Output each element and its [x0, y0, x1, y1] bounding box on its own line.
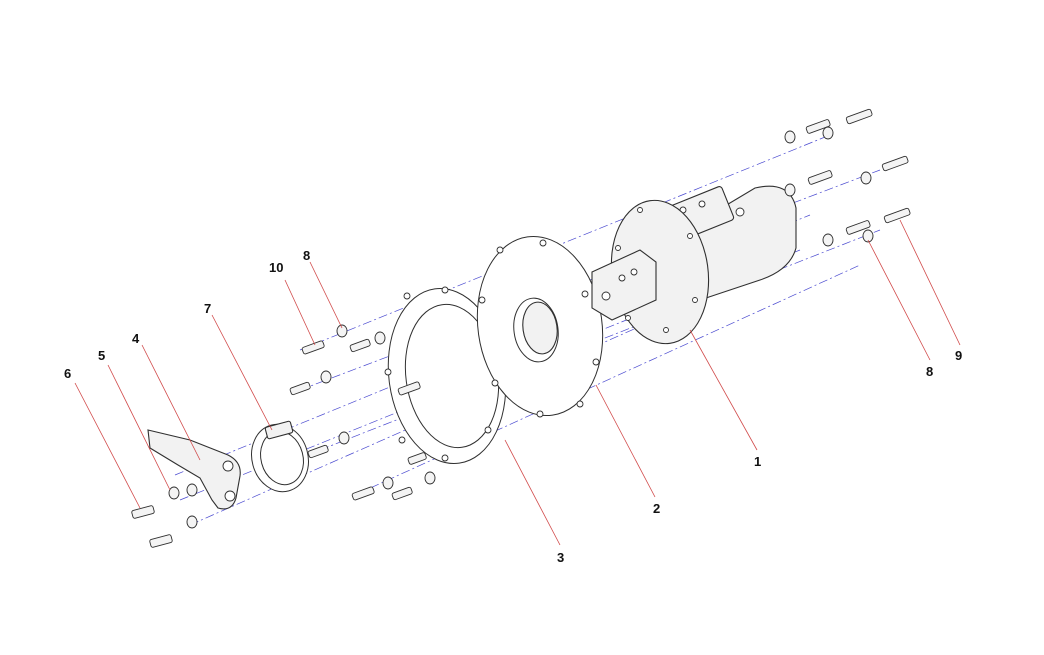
- bolt-icon: [351, 476, 394, 501]
- fasteners-bracket: [131, 483, 198, 548]
- callout-10: 10: [269, 260, 283, 275]
- bolt-icon: [784, 108, 873, 144]
- bolt-icon: [397, 381, 421, 396]
- bolt-icon: [301, 324, 348, 355]
- callout-3: 3: [557, 550, 564, 565]
- bolt-icon: [407, 452, 427, 465]
- callout-8-right: 8: [926, 364, 933, 379]
- hydraulic-unit-part-1: [591, 185, 797, 345]
- fasteners-left: [289, 324, 436, 501]
- bolt-icon: [349, 331, 386, 353]
- leader-lines: [74, 219, 961, 546]
- callout-4: 4: [132, 331, 140, 346]
- clamp-ring-part-7: [251, 420, 309, 493]
- bolt-icon: [822, 207, 911, 247]
- callout-5: 5: [98, 348, 105, 363]
- callouts: 1 2 3 4 5 6 7 8 8 9 10: [64, 248, 962, 565]
- callout-1: 1: [754, 454, 761, 469]
- callout-9: 9: [955, 348, 962, 363]
- callout-2: 2: [653, 501, 660, 516]
- fasteners-right: [784, 108, 911, 247]
- bolt-icon: [131, 483, 198, 519]
- callout-6: 6: [64, 366, 71, 381]
- flange-ring-part-3: [384, 286, 507, 465]
- callout-8-left: 8: [303, 248, 310, 263]
- callout-7: 7: [204, 301, 211, 316]
- bolt-icon: [149, 515, 198, 548]
- bracket-part-4: [147, 429, 241, 510]
- bolt-icon: [391, 471, 436, 501]
- gasket-plate-part-2: [476, 235, 604, 418]
- bolt-icon: [289, 370, 332, 396]
- bolt-icon: [784, 155, 909, 197]
- bolt-icon: [307, 431, 350, 459]
